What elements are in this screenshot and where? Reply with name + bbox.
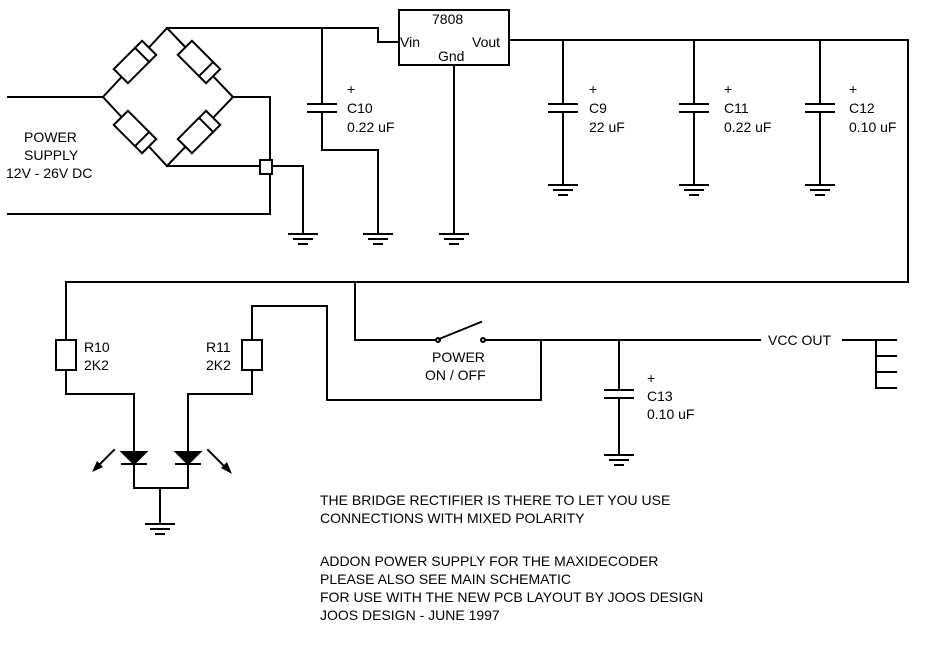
note-line-3: ADDON POWER SUPPLY FOR THE MAXIDECODER — [320, 553, 658, 569]
r10-value: 2K2 — [84, 357, 109, 373]
regulator-vin-label: Vin — [400, 34, 420, 50]
regulator-gnd-label: Gnd — [438, 48, 464, 64]
regulator-7808 — [377, 9, 909, 233]
note-line-5: FOR USE WITH THE NEW PCB LAYOUT BY JOOS … — [320, 589, 703, 605]
regulator-vout-label: Vout — [472, 34, 500, 50]
note-line-2: CONNECTIONS WITH MIXED POLARITY — [320, 510, 585, 526]
c13-plus: + — [647, 370, 655, 386]
c11-value: 0.22 uF — [724, 119, 771, 135]
ground-leds — [133, 487, 189, 535]
c13-value: 0.10 uF — [647, 406, 694, 422]
switch-label-2: ON / OFF — [425, 367, 486, 383]
note-line-6: JOOS DESIGN - JUNE 1997 — [320, 607, 500, 623]
capacitor-c12 — [805, 39, 835, 196]
c10-plus: + — [347, 81, 355, 97]
led-2 — [173, 448, 232, 489]
note-line-4: PLEASE ALSO SEE MAIN SCHEMATIC — [320, 571, 571, 587]
diode-d3 — [112, 109, 158, 155]
power-supply-label-3: 12V - 26V DC — [6, 165, 92, 181]
c10-value: 0.22 uF — [347, 119, 394, 135]
c12-value: 0.10 uF — [849, 119, 896, 135]
c12-plus: + — [849, 81, 857, 97]
c13-name: C13 — [647, 388, 673, 404]
rail-8v — [65, 39, 909, 341]
diode-d1 — [112, 39, 158, 85]
c9-value: 22 uF — [589, 119, 625, 135]
note-line-1: THE BRIDGE RECTIFIER IS THERE TO LET YOU… — [320, 492, 670, 508]
vcc-out-connector — [842, 339, 897, 389]
power-supply-label-1: POWER — [24, 129, 77, 145]
capacitor-c9 — [548, 39, 578, 196]
c9-plus: + — [589, 81, 597, 97]
r11-name: R11 — [206, 339, 231, 355]
capacitor-c13 — [604, 339, 634, 466]
bridge-rectifier — [101, 26, 235, 168]
r10-name: R10 — [84, 339, 110, 355]
c10-name: C10 — [347, 100, 373, 116]
ground-bridge — [288, 233, 318, 245]
capacitor-c10 — [307, 27, 379, 233]
regulator-part-label: 7808 — [432, 11, 463, 27]
capacitor-c11 — [679, 39, 709, 196]
vcc-out-label: VCC OUT — [768, 332, 831, 348]
diode-d2 — [176, 39, 222, 85]
input-wires — [7, 27, 379, 233]
power-switch — [429, 320, 761, 343]
ground-c10 — [363, 233, 393, 245]
resistor-r11 — [187, 305, 542, 453]
r11-value: 2K2 — [206, 357, 231, 373]
ground-regulator — [439, 233, 469, 245]
diode-d4 — [176, 109, 222, 155]
power-supply-label-2: SUPPLY — [24, 147, 79, 163]
c9-name: C9 — [589, 100, 607, 116]
led-1 — [92, 448, 149, 489]
c12-name: C12 — [849, 100, 875, 116]
c11-plus: + — [724, 81, 732, 97]
switch-label-1: POWER — [432, 349, 485, 365]
c11-name: C11 — [724, 100, 749, 116]
resistor-r10 — [55, 339, 135, 453]
